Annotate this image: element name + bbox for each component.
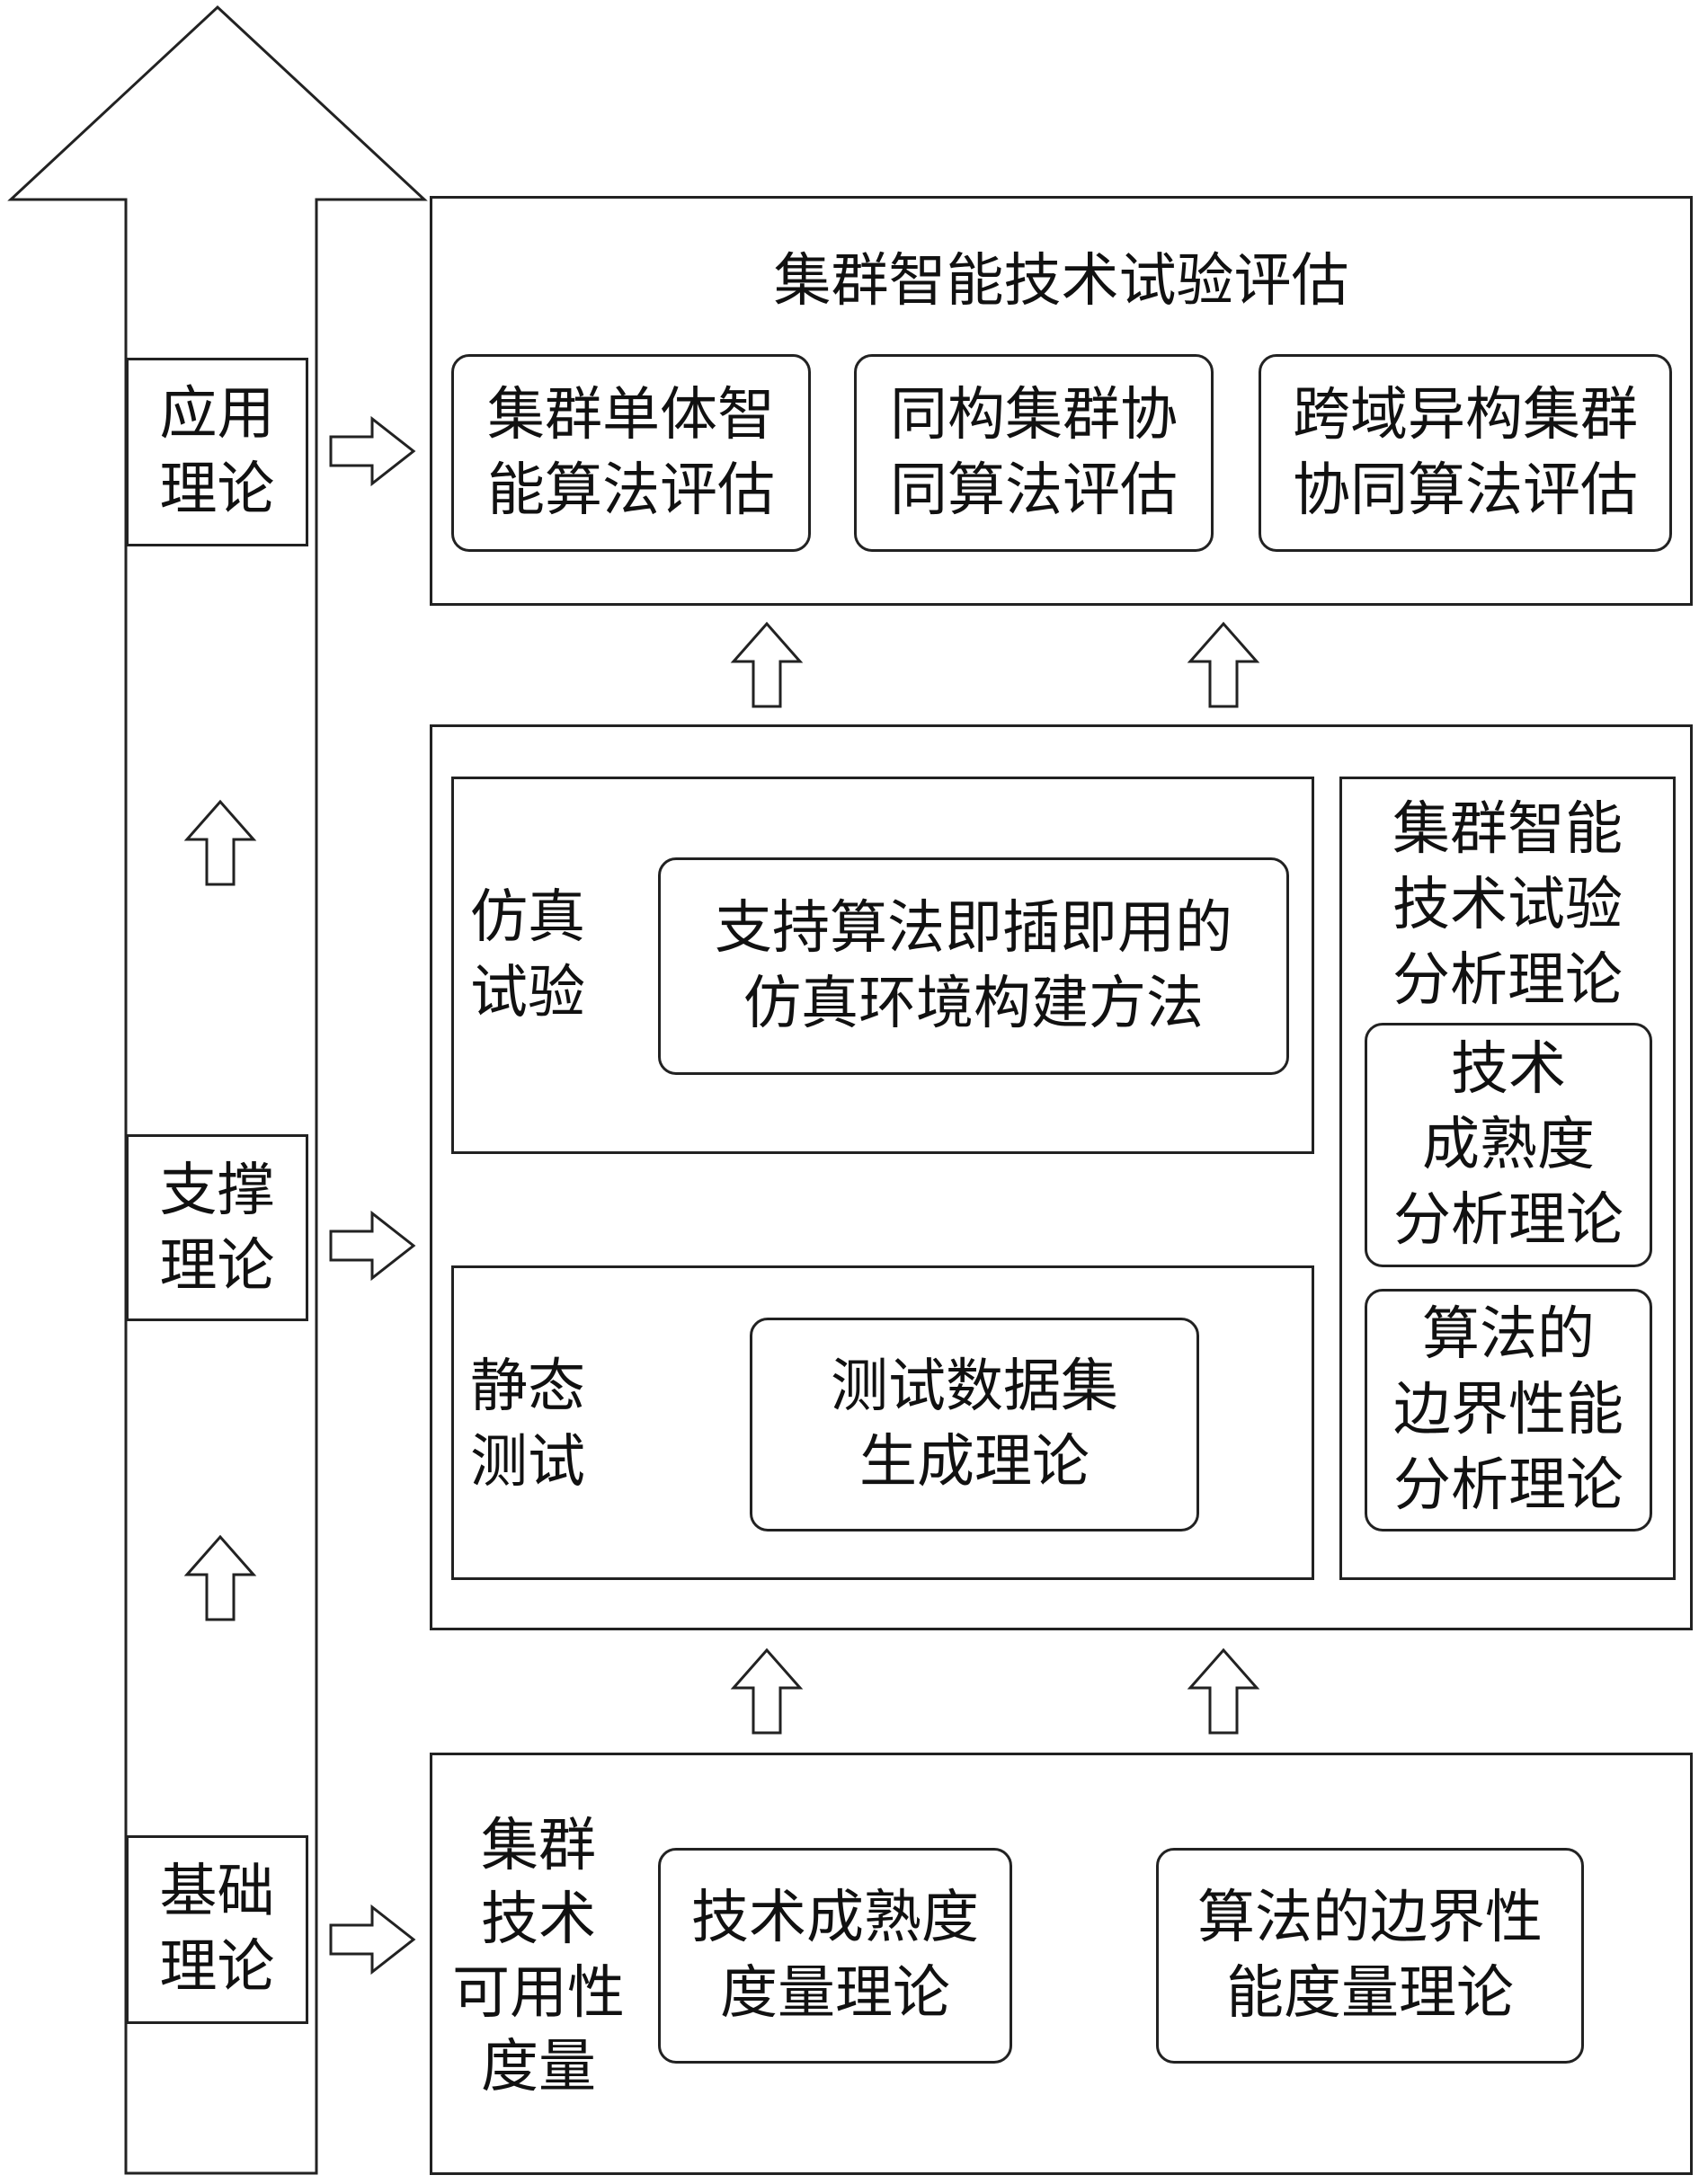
application-layer-title: 集群智能技术试验评估 <box>773 248 1349 315</box>
boundary-analysis-line2: 边界性能 <box>1393 1377 1623 1443</box>
simulation-env-method: 支持算法即插即用的 仿真环境构建方法 <box>658 857 1289 1075</box>
maturity-analysis-line2: 成熟度 <box>1422 1112 1595 1178</box>
maturity-analysis-theory: 技术 成熟度 分析理论 <box>1365 1023 1652 1267</box>
foundation-theory-line1: 基础 <box>159 1859 275 1925</box>
support-theory-label: 支撑 理论 <box>126 1134 308 1321</box>
up-arrow-icon <box>1187 1647 1260 1735</box>
right-arrow-icon <box>329 415 416 487</box>
eval-heterogeneous-line1: 跨域异构集群 <box>1293 382 1638 448</box>
boundary-analysis-line1: 算法的 <box>1422 1301 1595 1368</box>
application-theory-label: 应用 理论 <box>126 358 308 546</box>
maturity-measure-line2: 度量理论 <box>720 1960 950 2027</box>
foundation-label-line3: 可用性 <box>452 1960 625 2027</box>
boundary-measure-line2: 能度量理论 <box>1226 1960 1514 2027</box>
simulation-test-line2: 试验 <box>470 960 585 1026</box>
maturity-measure-theory: 技术成熟度 度量理论 <box>658 1848 1012 2064</box>
boundary-measure-theory: 算法的边界性 能度量理论 <box>1156 1848 1584 2064</box>
foundation-theory-label: 基础 理论 <box>126 1835 308 2024</box>
boundary-analysis-line3: 分析理论 <box>1393 1452 1623 1519</box>
up-arrow-icon <box>183 799 257 886</box>
eval-homogeneous-line2: 同算法评估 <box>890 457 1178 524</box>
right-arrow-icon <box>329 1904 416 1975</box>
boundary-analysis-theory: 算法的 边界性能 分析理论 <box>1365 1289 1652 1531</box>
test-dataset-theory-line2: 生成理论 <box>859 1429 1090 1496</box>
eval-single-agent-line1: 集群单体智 <box>487 382 775 448</box>
right-arrow-icon <box>329 1210 416 1282</box>
static-test-line1: 静态 <box>470 1354 585 1420</box>
support-theory-line2: 理论 <box>159 1233 275 1300</box>
analysis-theory-line3: 分析理论 <box>1392 947 1623 1014</box>
eval-single-agent: 集群单体智 能算法评估 <box>451 354 811 552</box>
application-theory-line1: 应用 <box>159 381 275 448</box>
eval-single-agent-line2: 能算法评估 <box>487 457 775 524</box>
application-theory-line2: 理论 <box>159 457 275 523</box>
static-test-line2: 测试 <box>470 1429 585 1496</box>
simulation-env-method-line2: 仿真环境构建方法 <box>743 971 1204 1037</box>
maturity-measure-line1: 技术成熟度 <box>691 1885 979 1951</box>
analysis-theory-line2: 技术试验 <box>1392 872 1623 938</box>
eval-heterogeneous: 跨域异构集群 协同算法评估 <box>1259 354 1672 552</box>
analysis-theory-line1: 集群智能 <box>1392 796 1623 863</box>
simulation-env-method-line1: 支持算法即插即用的 <box>715 895 1232 962</box>
foundation-theory-line2: 理论 <box>159 1934 275 2001</box>
support-theory-line1: 支撑 <box>159 1158 275 1224</box>
up-arrow-icon <box>183 1534 257 1621</box>
eval-heterogeneous-line2: 协同算法评估 <box>1293 457 1638 524</box>
test-dataset-theory-line1: 测试数据集 <box>831 1354 1118 1420</box>
up-arrow-icon <box>730 1647 804 1735</box>
eval-homogeneous-line1: 同构集群协 <box>890 382 1178 448</box>
eval-homogeneous: 同构集群协 同算法评估 <box>854 354 1214 552</box>
up-arrow-icon <box>730 621 804 708</box>
maturity-analysis-line3: 分析理论 <box>1393 1187 1623 1254</box>
up-arrow-icon <box>1187 621 1260 708</box>
test-dataset-theory: 测试数据集 生成理论 <box>750 1318 1199 1531</box>
big-upward-arrow <box>7 4 428 2175</box>
foundation-label-line2: 技术 <box>481 1887 596 1953</box>
simulation-test-line1: 仿真 <box>470 884 585 951</box>
foundation-label-line1: 集群 <box>481 1813 596 1879</box>
boundary-measure-line1: 算法的边界性 <box>1197 1885 1543 1951</box>
foundation-label-line4: 度量 <box>481 2034 596 2100</box>
maturity-analysis-line1: 技术 <box>1451 1036 1566 1103</box>
